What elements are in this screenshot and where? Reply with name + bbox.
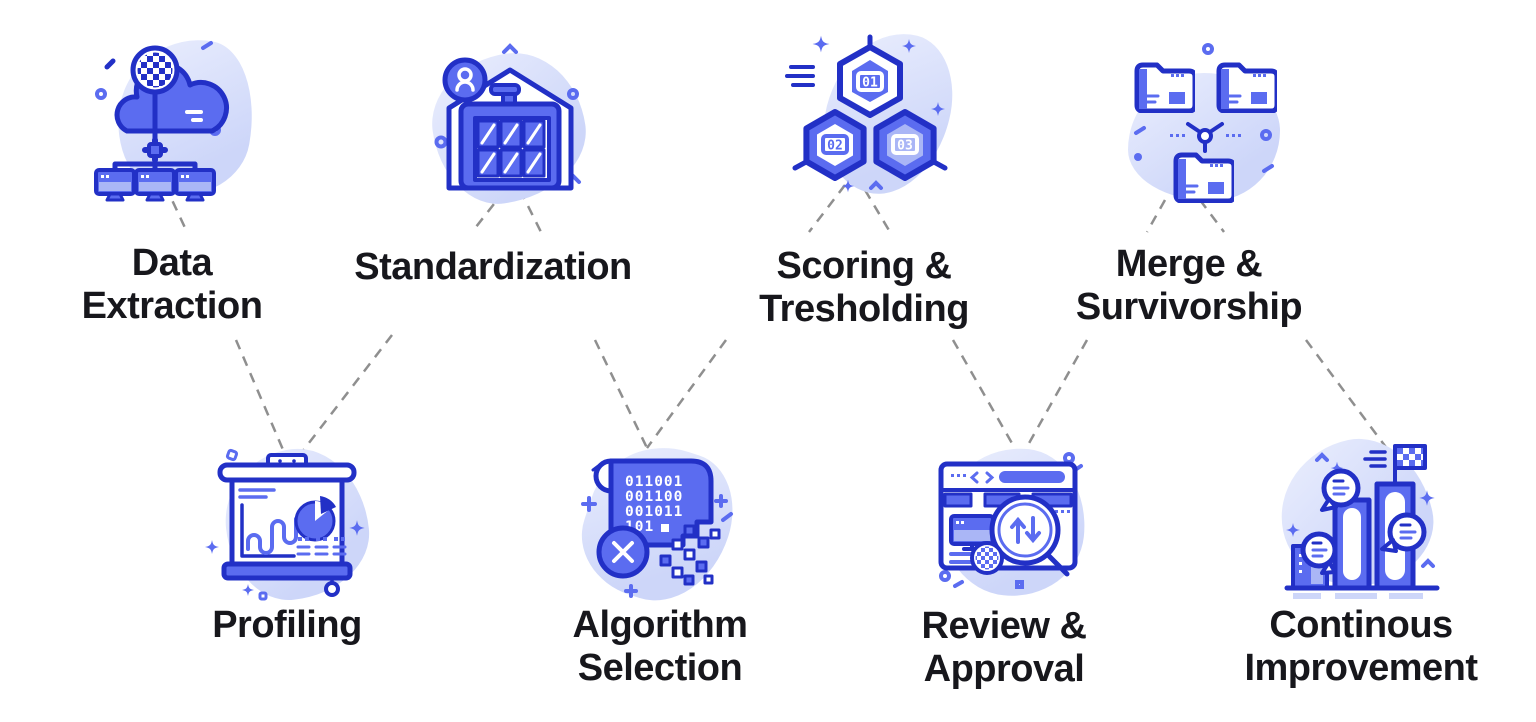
label-line: Continous	[1269, 604, 1453, 646]
monitor-icon	[94, 168, 136, 202]
merge-folders-icon	[1134, 43, 1290, 209]
sparkle-icon	[841, 179, 855, 193]
sparkle-icon	[205, 540, 219, 554]
browser-toolbar	[939, 471, 1077, 492]
binary-text: 011001 001100 001011 101	[625, 474, 683, 535]
step-continuous-improvement	[1267, 426, 1447, 606]
label-line: Selection	[577, 646, 743, 689]
label-algorithm-selection: Algorithm Selection	[573, 604, 748, 689]
presentation-chart-icon	[205, 448, 365, 601]
pie-chart-icon	[294, 496, 336, 542]
connector-segment	[808, 184, 846, 233]
hexagon-levels-icon: 01 02 03	[785, 34, 948, 193]
sparkle-icon	[242, 584, 254, 596]
binary-scroll-icon: 011001 001100 001011 101	[581, 458, 733, 598]
label-line: Improvement	[1244, 646, 1478, 689]
label-continuous-improvement: Continous Improvement	[1244, 604, 1478, 689]
label-line: Algorithm	[572, 604, 748, 646]
connector-segment	[234, 339, 286, 453]
hexagon-02-label: 02	[827, 139, 843, 154]
warehouse-icon	[434, 43, 581, 191]
bar-chart-flag-icon	[1284, 444, 1440, 599]
connector-segment	[593, 339, 650, 451]
hexagon-03-label: 03	[897, 139, 913, 154]
step-algorithm-selection: 011001 001100 001011 101	[566, 427, 750, 619]
monitor-icon	[174, 168, 216, 202]
step-scoring-thresholding: 01 02 03	[785, 18, 968, 208]
pixel-dissolve	[659, 524, 721, 586]
browser-search-icon	[938, 452, 1083, 589]
hexagon-01: 01	[837, 44, 903, 118]
connector-segment	[863, 189, 892, 233]
sparkle-icon	[902, 39, 916, 53]
sparkle-icon	[931, 102, 945, 116]
monitor-icon	[134, 168, 176, 202]
folder-icon	[1176, 155, 1234, 201]
folder-icon	[1219, 65, 1277, 111]
step-profiling	[202, 435, 376, 607]
connector-segment	[645, 339, 728, 449]
label-line: Survivorship	[1075, 285, 1303, 328]
label-line: Extraction	[81, 284, 263, 327]
label-scoring-thresholding: Scoring & Tresholding	[759, 245, 969, 330]
label-data-extraction: Data Extraction	[82, 242, 263, 327]
step-review-approval	[925, 436, 1095, 606]
binary-row: 001100	[625, 489, 683, 505]
label-line: Tresholding	[759, 287, 969, 330]
label-standardization: Standardization	[354, 246, 632, 289]
connector-segment	[951, 339, 1015, 446]
label-line: Merge &	[1115, 243, 1263, 285]
folder-icon	[1137, 65, 1195, 111]
globe-icon	[970, 541, 1004, 575]
hexagon-02: 02	[803, 109, 867, 181]
binary-row: 001011	[625, 504, 683, 520]
flag-icon	[1363, 444, 1427, 486]
dot-table	[296, 537, 347, 556]
cross-badge-icon	[596, 525, 650, 579]
window-panes	[476, 119, 546, 178]
merge-junction	[1170, 122, 1241, 153]
label-line: Data	[131, 242, 213, 284]
cloud-network-icon	[94, 41, 229, 202]
step-standardization	[423, 38, 595, 212]
connector-segment	[301, 334, 393, 453]
label-line: Review &	[921, 605, 1087, 647]
hexagon-03: 03	[873, 109, 937, 181]
hexagon-01-label: 01	[862, 76, 878, 91]
speech-bubble-icon	[1320, 468, 1361, 512]
sparkle-icon	[812, 35, 830, 53]
speech-bubble-icon	[1380, 512, 1427, 553]
speech-bubble-icon	[1300, 531, 1338, 575]
step-merge-survivorship	[1120, 39, 1290, 209]
connector-segment	[1145, 199, 1167, 233]
connector-segment	[1199, 199, 1225, 233]
label-line: Profiling	[212, 604, 362, 646]
sparkle-icon	[1419, 490, 1435, 506]
label-line: Standardization	[354, 246, 632, 288]
label-merge-survivorship: Merge & Survivorship	[1075, 243, 1303, 328]
connector-segment	[1304, 339, 1390, 451]
magnifier-icon	[989, 494, 1070, 577]
step-data-extraction	[87, 27, 266, 207]
label-line: Scoring &	[776, 245, 952, 287]
label-profiling: Profiling	[212, 604, 362, 647]
sparkle-icon	[1286, 523, 1300, 537]
label-review-approval: Review & Approval	[922, 605, 1087, 690]
badge-icon	[442, 57, 488, 103]
sparkle-icon	[349, 520, 365, 536]
binary-row: 011001	[625, 474, 683, 490]
connector-segment	[1026, 339, 1089, 446]
page-content	[949, 510, 1070, 564]
label-line: Approval	[923, 647, 1085, 690]
